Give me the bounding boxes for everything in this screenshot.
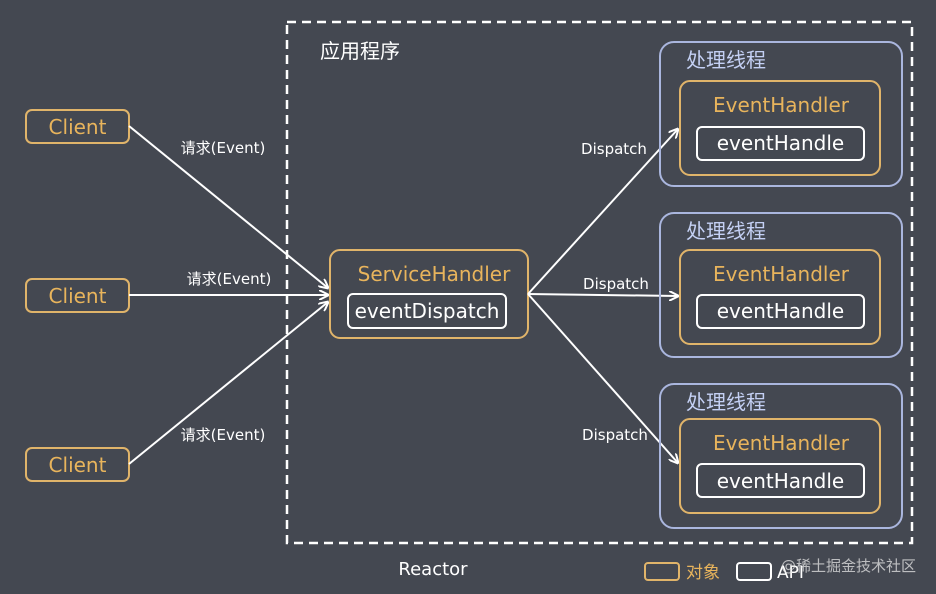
legend-api-label: API [777, 563, 804, 583]
event-handler-box [679, 80, 881, 176]
client-node-1: Client [25, 109, 130, 144]
thread-title: 处理线程 [686, 48, 766, 72]
client-node-3: Client [25, 447, 130, 482]
request-arrow-3 [128, 302, 328, 465]
event-handler-label: EventHandler [713, 262, 850, 286]
legend-object-swatch [644, 562, 680, 581]
event-dispatch-api [347, 293, 507, 329]
event-handler-box [679, 249, 881, 345]
service-handler-label: ServiceHandler [358, 262, 511, 286]
thread-node-1: 处理线程 EventHandler eventHandle [659, 41, 903, 187]
event-handle-api [696, 294, 865, 329]
client-label: Client [49, 115, 107, 139]
legend-api-swatch [736, 562, 772, 581]
dispatch-arrow-1 [527, 129, 678, 295]
legend: 对象 API [644, 562, 804, 583]
event-handle-label: eventHandle [717, 131, 845, 155]
dispatch-label-3: Dispatch [582, 426, 648, 444]
thread-node-3: 处理线程 EventHandler eventHandle [659, 383, 903, 529]
event-handle-label: eventHandle [717, 299, 845, 323]
dispatch-arrow-2 [527, 294, 678, 296]
request-label-3: 请求(Event) [181, 426, 266, 444]
thread-node-2: 处理线程 EventHandler eventHandle [659, 212, 903, 358]
event-handler-label: EventHandler [713, 93, 850, 117]
event-dispatch-label: eventDispatch [355, 299, 500, 323]
reactor-label: Reactor [398, 559, 468, 580]
legend-object-label: 对象 [686, 563, 720, 583]
dispatch-label-1: Dispatch [581, 140, 647, 158]
client-label: Client [49, 284, 107, 308]
event-handle-api [696, 126, 865, 161]
watermark: @稀土掘金技术社区 [781, 557, 916, 575]
dispatch-label-2: Dispatch [583, 275, 649, 293]
request-label-2: 请求(Event) [187, 270, 272, 288]
event-handler-label: EventHandler [713, 431, 850, 455]
event-handler-box [679, 418, 881, 514]
thread-title: 处理线程 [686, 219, 766, 243]
application-title: 应用程序 [320, 39, 400, 63]
dispatch-arrow-3 [527, 293, 678, 463]
client-node-2: Client [25, 278, 130, 313]
application-boundary [285, 20, 914, 545]
request-label-1: 请求(Event) [181, 139, 266, 157]
thread-title: 处理线程 [686, 390, 766, 414]
service-handler-node: ServiceHandler eventDispatch [329, 249, 529, 339]
event-handle-label: eventHandle [717, 469, 845, 493]
request-arrow-1 [128, 125, 328, 288]
event-handle-api [696, 463, 865, 498]
client-label: Client [49, 453, 107, 477]
